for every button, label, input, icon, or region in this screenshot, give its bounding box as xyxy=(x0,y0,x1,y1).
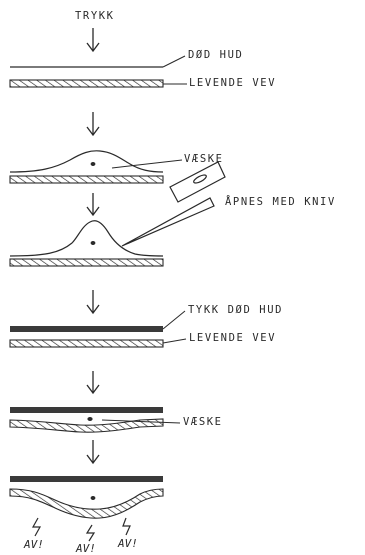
living-tissue-band-4 xyxy=(10,340,163,347)
thick-dead-skin-band-4 xyxy=(10,326,163,332)
leader-tykk-dod-hud xyxy=(163,311,185,329)
leader-levende-vev-2 xyxy=(163,339,186,343)
living-tissue-band-2 xyxy=(10,176,163,183)
label-dod-hud: DØD HUD xyxy=(188,50,243,61)
fluid-dot-5 xyxy=(87,417,92,421)
pushed-tissue-6 xyxy=(10,489,163,518)
label-levende-vev-1: LEVENDE VEV xyxy=(189,78,276,89)
knife-icon xyxy=(122,162,225,246)
pain-bolt-icons xyxy=(33,518,130,541)
label-vaeske-1: VÆSKE xyxy=(184,154,224,165)
thick-dead-skin-band-5 xyxy=(10,407,163,413)
pressure-arrow-1 xyxy=(87,28,99,51)
stage-2-fluid-forming xyxy=(10,112,182,183)
label-av-middle: AV! xyxy=(76,543,96,554)
fluid-dot-6 xyxy=(91,496,96,500)
label-vaeske-2: VÆSKE xyxy=(183,417,223,428)
leader-vaeske-1 xyxy=(112,160,182,168)
leader-dod-hud xyxy=(163,56,185,67)
arrow-6 xyxy=(87,440,99,463)
thick-dead-skin-band-6 xyxy=(10,476,163,482)
pain-bolt-icon-right xyxy=(123,518,130,535)
stage-5-fluid-under-thick-skin xyxy=(10,371,180,432)
stage-1-normal-skin xyxy=(10,28,187,87)
arrow-2 xyxy=(87,112,99,135)
label-trykk: TRYKK xyxy=(75,11,115,22)
pain-bolt-icon-middle xyxy=(87,525,94,541)
label-apnes-med-kniv: ÅPNES MED KNIV xyxy=(225,197,336,208)
skin-bulge-2 xyxy=(10,151,163,172)
stage-4-thick-dead-skin xyxy=(10,290,186,347)
label-tykk-dod-hud: TYKK DØD HUD xyxy=(188,305,283,316)
arrow-4 xyxy=(87,290,99,313)
stage-6-pain xyxy=(10,440,163,541)
fluid-dot-2 xyxy=(91,162,96,166)
label-av-left: AV! xyxy=(24,539,44,550)
pain-bolt-icon-left xyxy=(33,518,40,536)
living-tissue-band-3 xyxy=(10,259,163,266)
living-tissue-band-1 xyxy=(10,80,163,87)
arrow-3 xyxy=(87,193,99,215)
fluid-dot-3 xyxy=(91,241,96,245)
label-av-right: AV! xyxy=(118,538,138,549)
arrow-5 xyxy=(87,371,99,393)
label-levende-vev-2: LEVENDE VEV xyxy=(189,333,276,344)
